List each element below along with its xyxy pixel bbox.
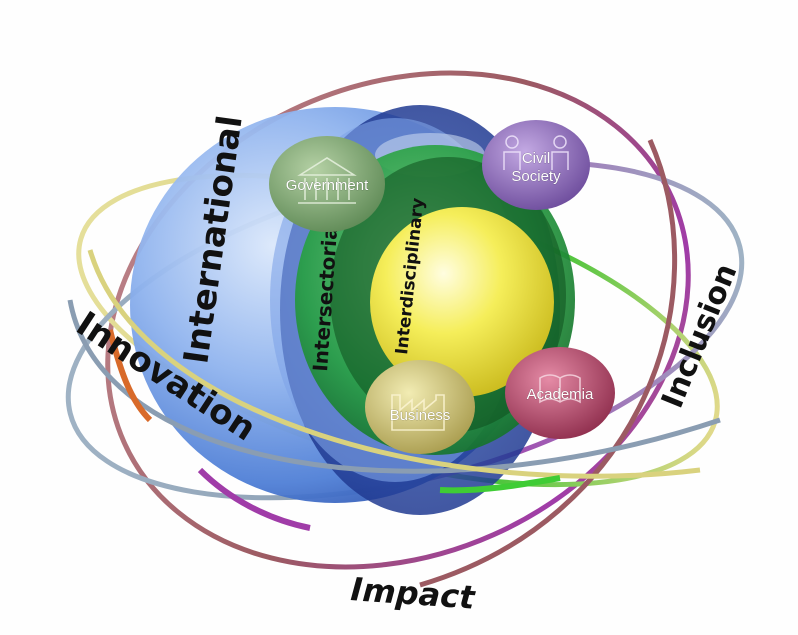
- orbits-front: [67, 139, 721, 588]
- bubble-academia: Academia: [505, 347, 615, 439]
- label-business: Business: [390, 407, 451, 424]
- bubble-business: Business: [365, 360, 475, 454]
- label-impact: Impact: [349, 570, 477, 617]
- label-government: Government: [286, 177, 369, 194]
- factory-icon: [391, 394, 445, 431]
- orbit-accent-green: [439, 475, 561, 494]
- orbit-red-back: [105, 70, 691, 570]
- label-civil: Civil: [522, 150, 550, 167]
- interdisciplinary-core: [370, 207, 554, 397]
- orbit-red-front: [419, 139, 678, 588]
- book-icon: [539, 374, 581, 404]
- government-building-icon: [297, 157, 357, 204]
- label-academia: Academia: [527, 386, 594, 403]
- orbit-accent-orange: [107, 329, 153, 423]
- people-icon: [503, 135, 569, 170]
- orbit-accent-purple: [197, 467, 311, 531]
- orbit-yellow-front: [87, 249, 701, 479]
- bubble-government: Government: [269, 136, 385, 232]
- label-inclusion: Inclusion: [655, 259, 744, 413]
- label-society: Society: [511, 168, 561, 185]
- bubble-civil-society: Civil Society: [482, 120, 590, 210]
- orbit-blue-front: [67, 299, 721, 474]
